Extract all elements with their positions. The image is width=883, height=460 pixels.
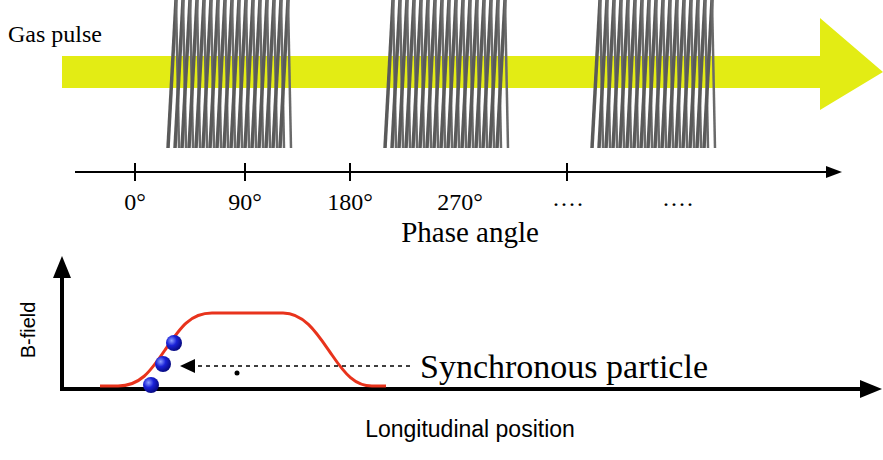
axis-arrowhead	[53, 256, 71, 278]
signal-label: Gas pulse	[8, 22, 102, 46]
horizontal-axis	[60, 387, 862, 391]
particle	[166, 335, 182, 351]
coil-stroke	[280, 0, 288, 148]
coil-stroke	[505, 0, 508, 148]
axis-tick-label: ····	[662, 192, 694, 216]
vertical-axis	[60, 272, 64, 391]
dot	[235, 371, 240, 376]
callout-label: Synchronous particle	[420, 350, 708, 384]
leader-line	[192, 365, 410, 367]
coil-stroke	[704, 0, 712, 148]
axis-tick-label: 90°	[228, 190, 262, 214]
particle	[155, 356, 171, 372]
axis-tick-label: 270°	[437, 190, 483, 214]
axis-tick-label: 0°	[124, 190, 146, 214]
coil-stroke	[712, 0, 715, 148]
axis-arrowhead	[860, 380, 882, 398]
particle	[143, 377, 159, 393]
axis-tick-label: 180°	[327, 190, 373, 214]
coil-windings	[168, 0, 715, 148]
leader-arrowhead	[180, 359, 195, 373]
coil-stroke	[497, 0, 505, 148]
coil-stroke	[288, 0, 291, 148]
axis-title: Longitudinal position	[365, 418, 575, 441]
axis-tick-label: ····	[552, 192, 584, 216]
axis-arrowhead	[826, 166, 842, 178]
axis-title: B-field	[18, 302, 38, 359]
b-field-curve	[100, 313, 386, 386]
axis-title: Phase angle	[401, 218, 539, 247]
axis-ticks	[135, 163, 567, 181]
phase-axis	[75, 171, 832, 173]
